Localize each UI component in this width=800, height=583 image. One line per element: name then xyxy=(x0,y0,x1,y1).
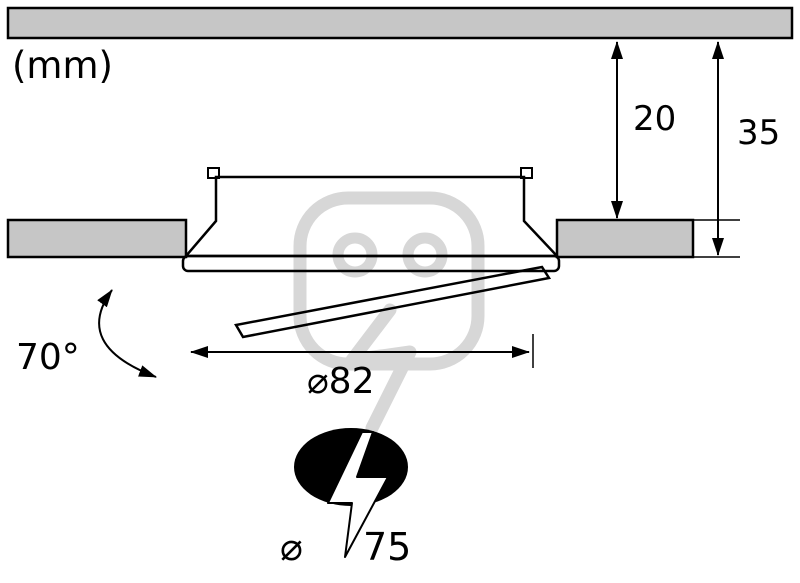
labels: (mm) 20 35 70° ⌀82 ⌀ 75 xyxy=(12,44,780,569)
ceiling-panel-right xyxy=(555,218,695,259)
lightning-bolt-icon xyxy=(327,431,389,558)
cutout-diameter-symbol: ⌀ xyxy=(280,525,303,569)
fixture-housing-fill xyxy=(186,177,557,256)
cutout-diameter-value: 75 xyxy=(363,525,411,569)
outer-diameter-label: ⌀82 xyxy=(307,361,374,402)
ceiling-panel-left xyxy=(6,218,188,259)
total-height-label: 35 xyxy=(737,113,780,153)
tilt-angle-label: 70° xyxy=(16,337,80,378)
ceiling-panel-top xyxy=(6,6,794,40)
mounting-clip-right xyxy=(520,167,533,179)
recess-depth-label: 20 xyxy=(633,99,676,139)
drawing-outlines xyxy=(6,6,794,558)
tilt-angle-arc-arrow xyxy=(97,289,157,378)
fixture-fills xyxy=(183,177,559,337)
mounting-clip-left xyxy=(207,167,220,179)
lamp-disc-fill xyxy=(236,267,549,337)
lamp-disc-outline xyxy=(234,265,552,339)
fixture-trim-outline xyxy=(181,254,561,273)
watermark-socket-outline xyxy=(293,191,485,371)
unit-label: (mm) xyxy=(12,44,113,87)
